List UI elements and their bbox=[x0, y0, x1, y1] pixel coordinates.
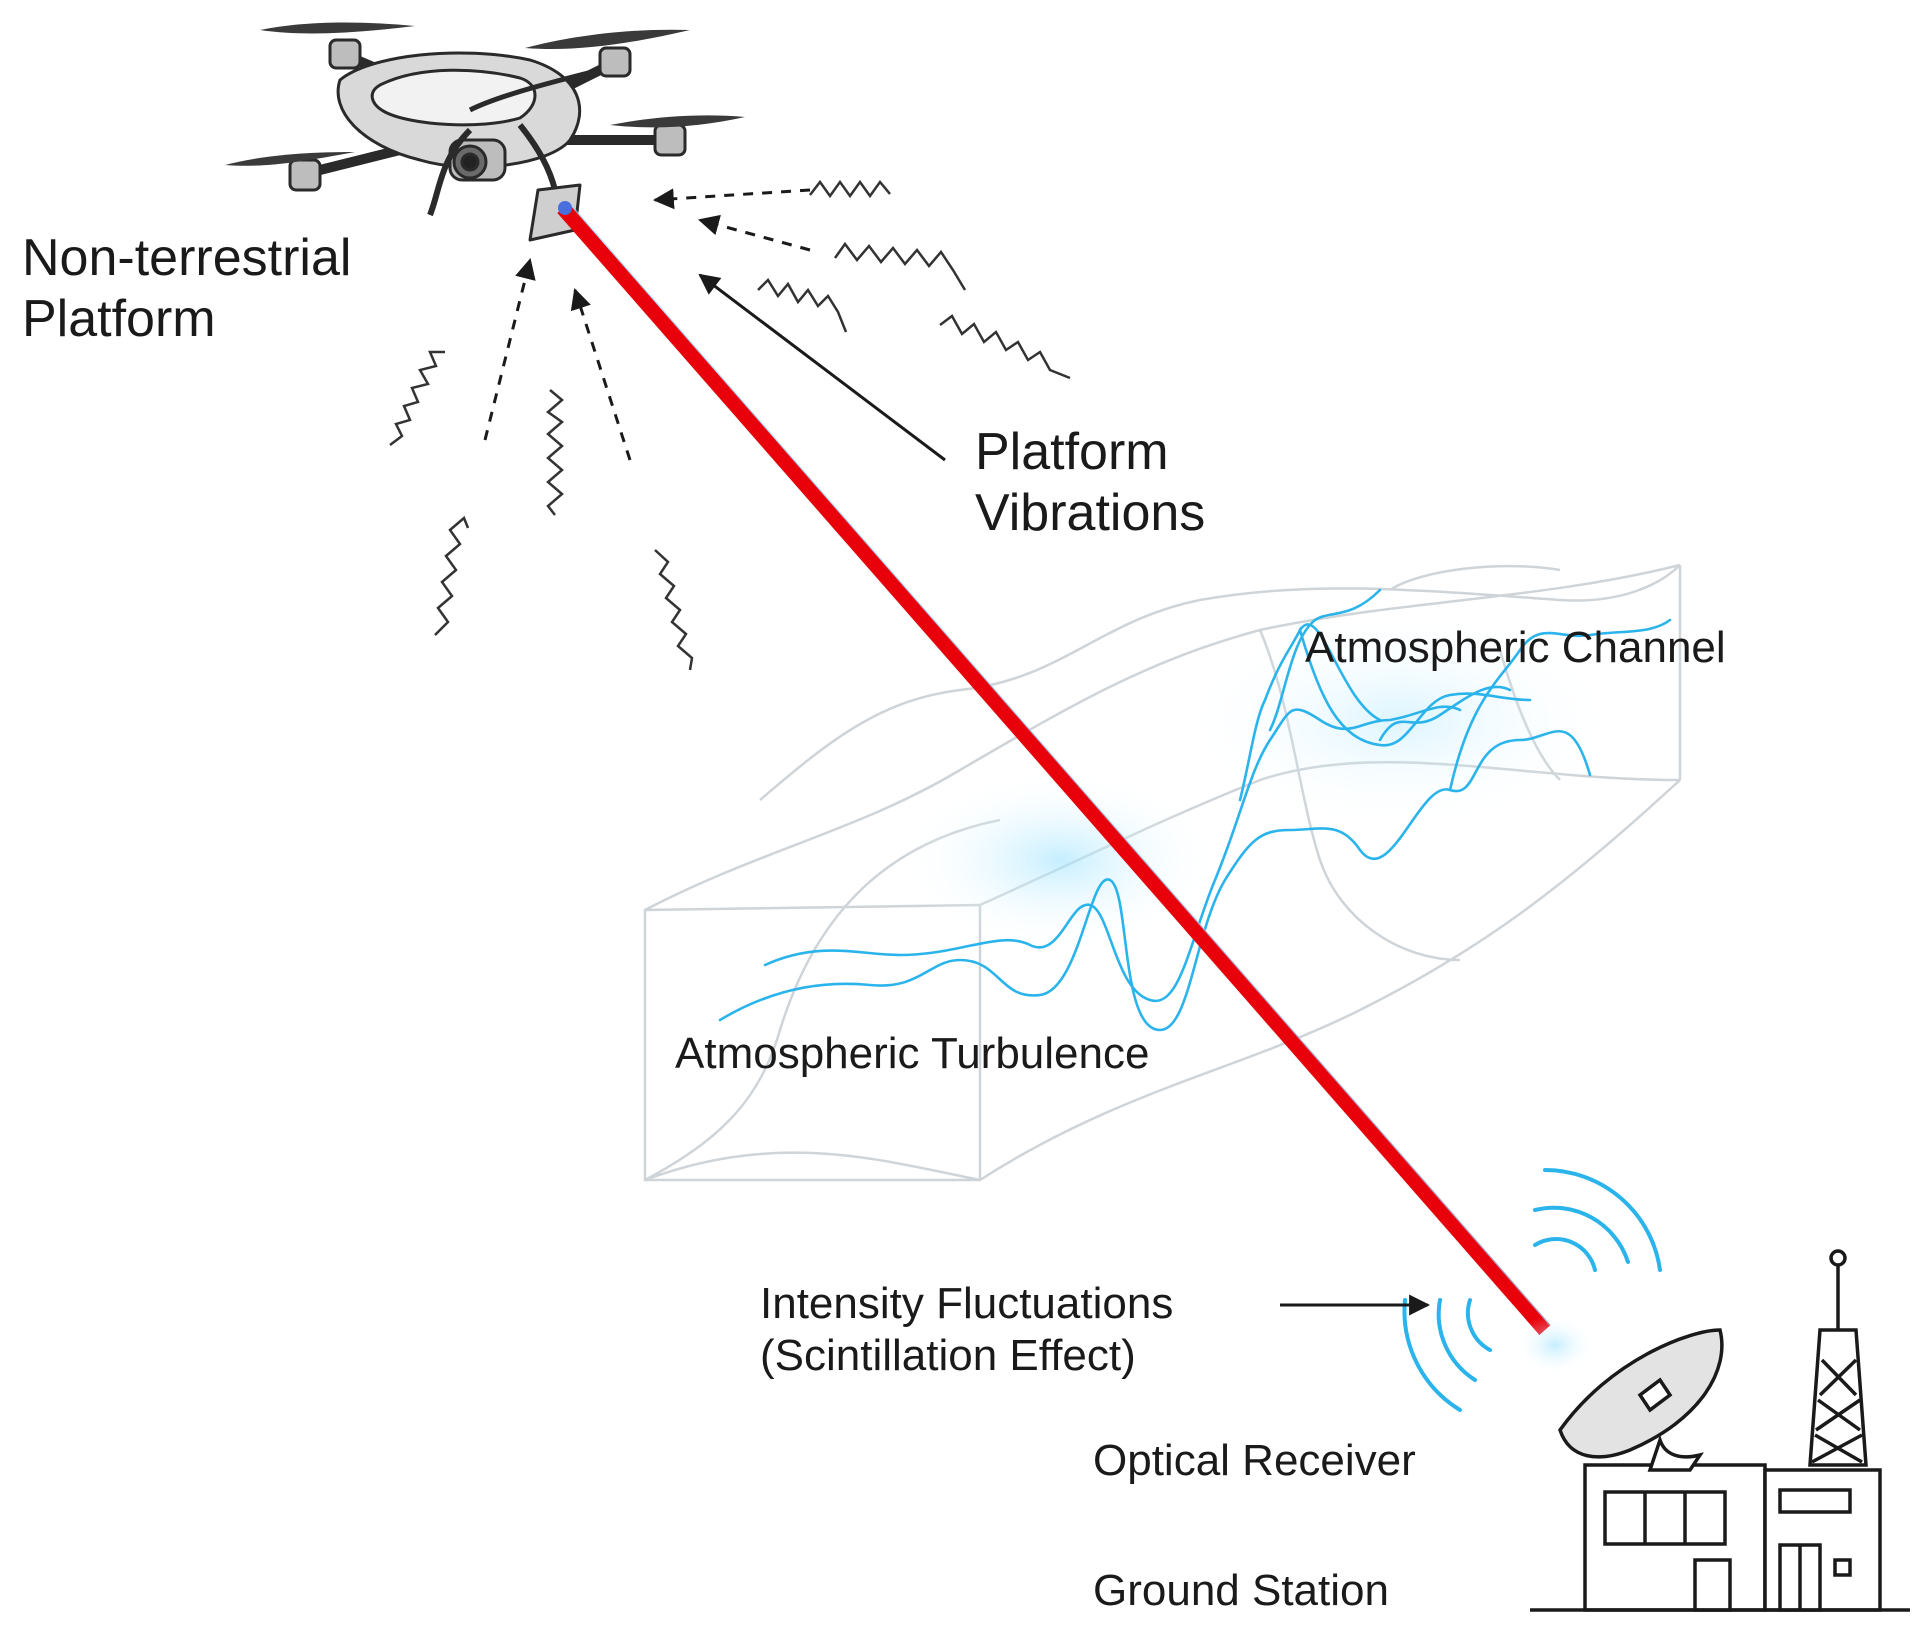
intensity-label-line2: (Scintillation Effect) bbox=[760, 1330, 1136, 1380]
atmospheric-channel-label: Atmospheric Channel bbox=[1305, 623, 1726, 672]
intensity-label: Intensity Fluctuations (Scintillation Ef… bbox=[760, 1278, 1173, 1382]
radio-tower-icon bbox=[1808, 1249, 1868, 1467]
transmit-aperture bbox=[558, 201, 572, 215]
building-icon bbox=[1583, 1463, 1882, 1612]
vibrations-label-line2: Vibrations bbox=[975, 484, 1206, 543]
laser-beam-edge bbox=[569, 203, 1551, 1326]
vibration-arrow bbox=[698, 273, 946, 462]
drone-icon bbox=[225, 22, 745, 242]
platform-label-line1: Non-terrestrial bbox=[22, 229, 352, 287]
laser-beam bbox=[557, 203, 1551, 1335]
optical-receiver-label: Optical Receiver bbox=[1093, 1436, 1416, 1485]
receiver-glow bbox=[1515, 1315, 1595, 1375]
vibration-zigzags bbox=[389, 179, 1071, 671]
platform-label: Non-terrestrial Platform bbox=[22, 228, 351, 351]
satellite-dish-icon bbox=[1558, 1328, 1724, 1472]
platform-label-line2: Platform bbox=[22, 290, 216, 349]
vibration-dashed-arrows bbox=[483, 188, 811, 461]
vibrations-label-line1: Platform bbox=[975, 423, 1169, 481]
ground-station-label: Ground Station bbox=[1093, 1566, 1389, 1615]
atmospheric-turbulence-label: Atmospheric Turbulence bbox=[675, 1029, 1150, 1078]
scintillation-rings-icon bbox=[1402, 1167, 1662, 1412]
turbulence-waves bbox=[718, 588, 1672, 1032]
turbulence-haze bbox=[900, 770, 1220, 950]
intensity-label-line1: Intensity Fluctuations bbox=[760, 1279, 1174, 1328]
vibrations-label: Platform Vibrations bbox=[975, 422, 1205, 545]
